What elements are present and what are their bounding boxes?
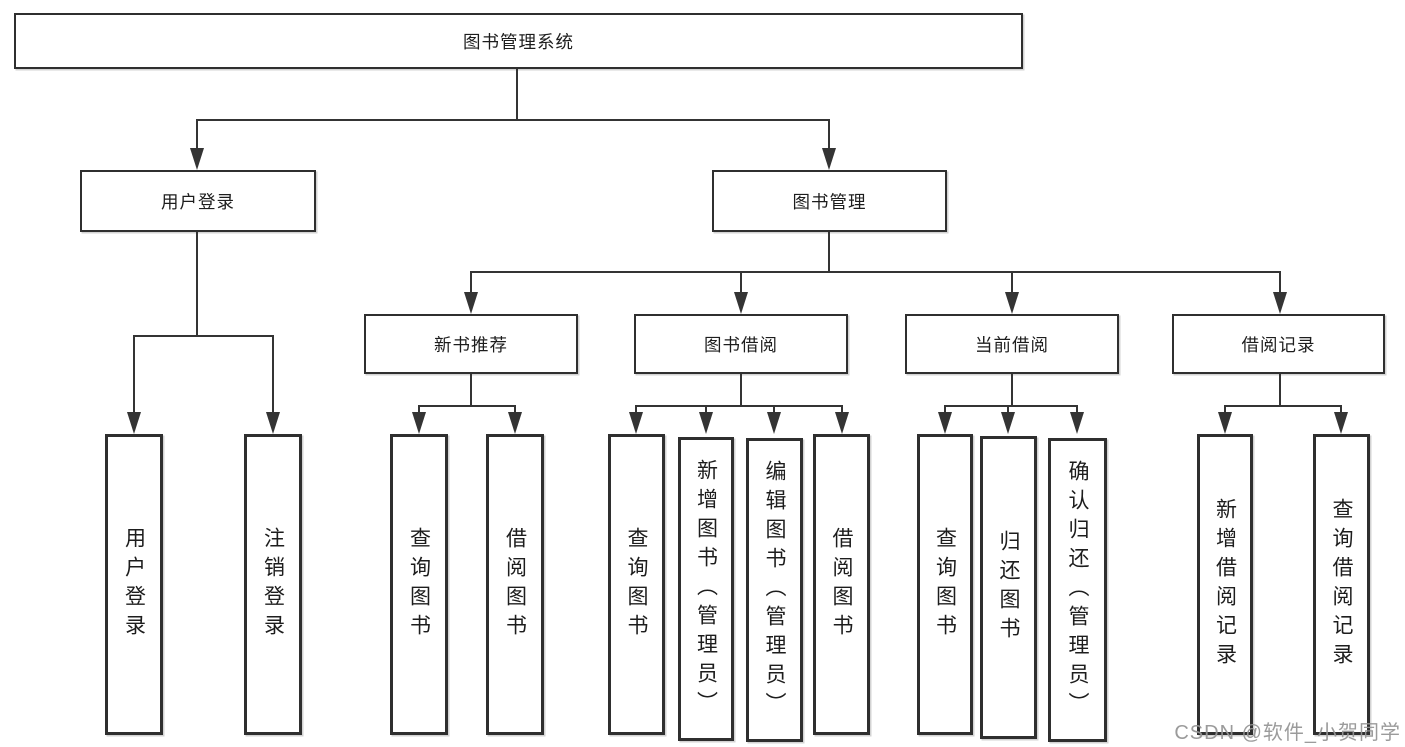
leaf-query-borrow-record: 查询借阅记录 (1313, 434, 1370, 735)
leaf-label: 新增图书（管理员） (694, 458, 718, 720)
leaf-label: 借阅图书 (503, 526, 527, 643)
connector-level3-bar (470, 271, 1280, 273)
node-label: 当前借阅 (975, 334, 1049, 355)
arrowhead-d1 (938, 412, 952, 434)
connector-book-mgmt-stub (828, 232, 830, 272)
node-label: 图书管理系统 (463, 31, 574, 52)
leaf-query-books-current: 查询图书 (917, 434, 973, 735)
connector-drop-b2 (514, 405, 516, 414)
arrowhead-b1 (412, 412, 426, 434)
connector-drop-borrowing-records (1279, 271, 1281, 293)
node-user-login: 用户登录 (80, 170, 316, 232)
arrowhead-new-book (464, 292, 478, 314)
leaf-borrow-books-recommend: 借阅图书 (486, 434, 544, 735)
connector-drop-leaf-logout (272, 335, 274, 413)
csdn-watermark: CSDN @软件_小贺同学 (1174, 722, 1401, 744)
arrowhead-user-login (190, 148, 204, 170)
node-label: 借阅记录 (1241, 334, 1316, 355)
node-new-book-recommendation: 新书推荐 (364, 314, 578, 374)
connector-root-stub (516, 69, 518, 120)
node-label: 用户登录 (161, 191, 235, 212)
leaf-label: 借阅图书 (830, 526, 853, 643)
node-current-borrowing: 当前借阅 (905, 314, 1119, 374)
leaf-add-borrow-record: 新增借阅记录 (1197, 434, 1253, 735)
arrowhead-d3 (1070, 412, 1084, 434)
node-library-management-system: 图书管理系统 (14, 13, 1023, 69)
connector-drop-c1 (635, 405, 637, 414)
node-book-borrowing: 图书借阅 (634, 314, 848, 374)
arrowhead-leaf-user-login (127, 412, 141, 434)
leaf-label: 查询图书 (933, 526, 957, 643)
connector-drop-leaf-user-login (133, 335, 135, 413)
connector-drop-new-book (470, 271, 472, 293)
leaf-label: 新增借阅记录 (1213, 497, 1237, 672)
leaf-logout: 注销登录 (244, 434, 302, 735)
connector-drop-e2 (1340, 405, 1342, 414)
arrowhead-c4 (835, 412, 849, 434)
leaf-label: 查询图书 (407, 526, 431, 643)
arrowhead-c1 (629, 412, 643, 434)
arrowhead-d2 (1001, 412, 1015, 434)
connector-drop-current-borrowing (1011, 271, 1013, 293)
arrowhead-book-borrowing (734, 292, 748, 314)
leaf-query-books-recommend: 查询图书 (390, 434, 448, 735)
node-label: 新书推荐 (434, 334, 508, 355)
connector-drop-c3 (773, 405, 775, 414)
connector-drop-c2 (705, 405, 707, 414)
leaf-user-login: 用户登录 (105, 434, 163, 735)
connector-drop-book-management (828, 119, 830, 149)
leaf-confirm-return-admin: 确认归还（管理员） (1048, 438, 1107, 742)
arrowhead-c3 (767, 412, 781, 434)
leaf-label: 注销登录 (261, 526, 285, 643)
connector-user-login-stub (196, 232, 198, 336)
arrowhead-leaf-logout (266, 412, 280, 434)
arrowhead-b2 (508, 412, 522, 434)
leaf-label: 编辑图书（管理员） (763, 459, 786, 721)
connector-drop-e1 (1224, 405, 1226, 414)
leaf-label: 查询图书 (625, 526, 648, 643)
connector-level2-bar (197, 119, 830, 121)
leaf-query-books-borrowing: 查询图书 (608, 434, 665, 735)
connector-current-borrow-bar (944, 405, 1077, 407)
leaf-label: 查询借阅记录 (1330, 497, 1353, 672)
node-book-management: 图书管理 (712, 170, 947, 232)
arrowhead-e2 (1334, 412, 1348, 434)
connector-drop-user-login (196, 119, 198, 149)
connector-drop-d2 (1007, 405, 1009, 414)
connector-new-book-bar (418, 405, 515, 407)
leaf-label: 归还图书 (997, 529, 1020, 646)
connector-borrow-records-bar (1224, 405, 1342, 407)
node-borrowing-records: 借阅记录 (1172, 314, 1385, 374)
leaf-add-books-admin: 新增图书（管理员） (678, 437, 734, 741)
connector-drop-d1 (944, 405, 946, 414)
leaf-return-books: 归还图书 (980, 436, 1037, 739)
connector-borrow-records-stub (1279, 374, 1281, 406)
leaf-borrow-books-borrowing: 借阅图书 (813, 434, 870, 735)
connector-book-borrow-stub (740, 374, 742, 406)
connector-drop-d3 (1076, 405, 1078, 414)
leaf-edit-books-admin: 编辑图书（管理员） (746, 438, 803, 742)
leaf-label: 确认归还（管理员） (1066, 459, 1089, 721)
connector-current-borrow-stub (1011, 374, 1013, 406)
connector-new-book-stub (470, 374, 472, 406)
arrowhead-c2 (699, 412, 713, 434)
arrowhead-current-borrowing (1005, 292, 1019, 314)
arrowhead-book-management (822, 148, 836, 170)
node-label: 图书管理 (792, 191, 867, 212)
node-label: 图书借阅 (704, 334, 778, 355)
arrowhead-borrowing-records (1273, 292, 1287, 314)
connector-book-borrow-bar (635, 405, 842, 407)
connector-drop-b1 (418, 405, 420, 414)
leaf-label: 用户登录 (122, 526, 146, 643)
connector-drop-c4 (841, 405, 843, 414)
arrowhead-e1 (1218, 412, 1232, 434)
connector-drop-book-borrowing (740, 271, 742, 293)
connector-user-login-bar (133, 335, 273, 337)
